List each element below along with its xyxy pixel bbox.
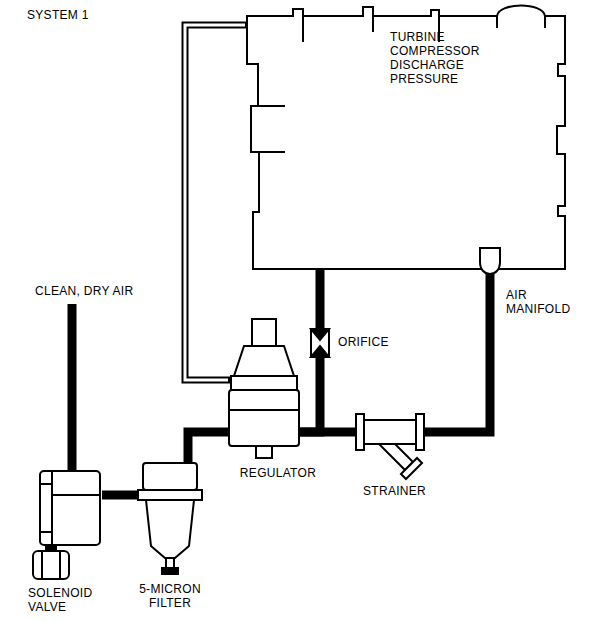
regulator-part — [252, 319, 276, 346]
strainer-part — [401, 458, 422, 479]
pipe-path — [316, 270, 325, 328]
regulator-part — [256, 446, 272, 458]
component-label: TURBINE COMPRESSOR DISCHARGE PRESSURE — [390, 30, 485, 86]
air-pipe — [188, 432, 228, 462]
component-label: ORIFICE — [338, 335, 389, 349]
orifice-part — [311, 329, 329, 357]
strainer-outline — [355, 412, 425, 482]
air-pipe — [102, 495, 137, 496]
strainer-node: STRAINER — [355, 412, 425, 482]
component-label: 5-MICRON FILTER — [125, 582, 215, 610]
pipe-path — [185, 25, 245, 380]
strainer-part — [416, 414, 424, 450]
regulator-part — [229, 409, 299, 411]
solenoid-valve-part — [40, 471, 100, 545]
strainer-part — [364, 420, 416, 444]
solenoid-valve-part — [42, 551, 60, 579]
regulator-part — [229, 390, 299, 446]
air-manifold-node: AIR MANIFOLD — [478, 248, 502, 274]
turbine-casing-node: TURBINE COMPRESSOR DISCHARGE PRESSURE — [245, 2, 570, 270]
air-manifold-outline — [478, 248, 502, 274]
pipe-path — [425, 274, 490, 432]
component-label: SOLENOID VALVE — [28, 586, 103, 614]
pipe-path — [300, 358, 320, 432]
pipe-bore — [185, 25, 245, 380]
turbine-casing-part — [247, 6, 565, 270]
turbine-casing-part — [259, 16, 545, 152]
component-label: STRAINER — [363, 484, 426, 498]
pipe-path — [300, 428, 355, 437]
solenoid-valve-part — [33, 551, 69, 579]
air-pipe — [320, 270, 321, 328]
filter-part — [138, 490, 202, 500]
orifice-outline — [310, 328, 330, 358]
component-label: REGULATOR — [228, 466, 328, 480]
sense-line — [185, 25, 245, 380]
solenoid-valve-part — [40, 471, 100, 545]
regulator-part — [234, 346, 294, 376]
strainer-part — [356, 414, 364, 450]
filter-outline — [137, 462, 203, 576]
regulator-outline — [228, 318, 300, 460]
component-label: AIR MANIFOLD — [506, 288, 576, 316]
air-inlet-pipe — [68, 304, 77, 471]
regulator-node: REGULATOR — [228, 318, 300, 460]
filter-node: 5-MICRON FILTER — [137, 462, 203, 576]
solenoid-valve-outline — [32, 470, 102, 580]
pipe-path — [188, 432, 228, 462]
pipe-path — [102, 491, 137, 500]
filter-part — [166, 558, 174, 568]
filter-part — [143, 463, 197, 490]
orifice-node: ORIFICE — [310, 328, 330, 358]
solenoid-valve-node: SOLENOID VALVE — [32, 470, 102, 580]
air-pipe — [300, 432, 355, 433]
filter-part — [146, 500, 194, 558]
air-pipe — [300, 358, 320, 432]
air-pipe — [425, 274, 490, 432]
orifice-part — [311, 329, 329, 357]
supply-label: CLEAN, DRY AIR — [35, 284, 133, 298]
regulator-part — [231, 376, 297, 390]
system-title: SYSTEM 1 — [27, 8, 89, 22]
filter-part — [162, 568, 178, 574]
air-manifold-part — [480, 248, 500, 274]
